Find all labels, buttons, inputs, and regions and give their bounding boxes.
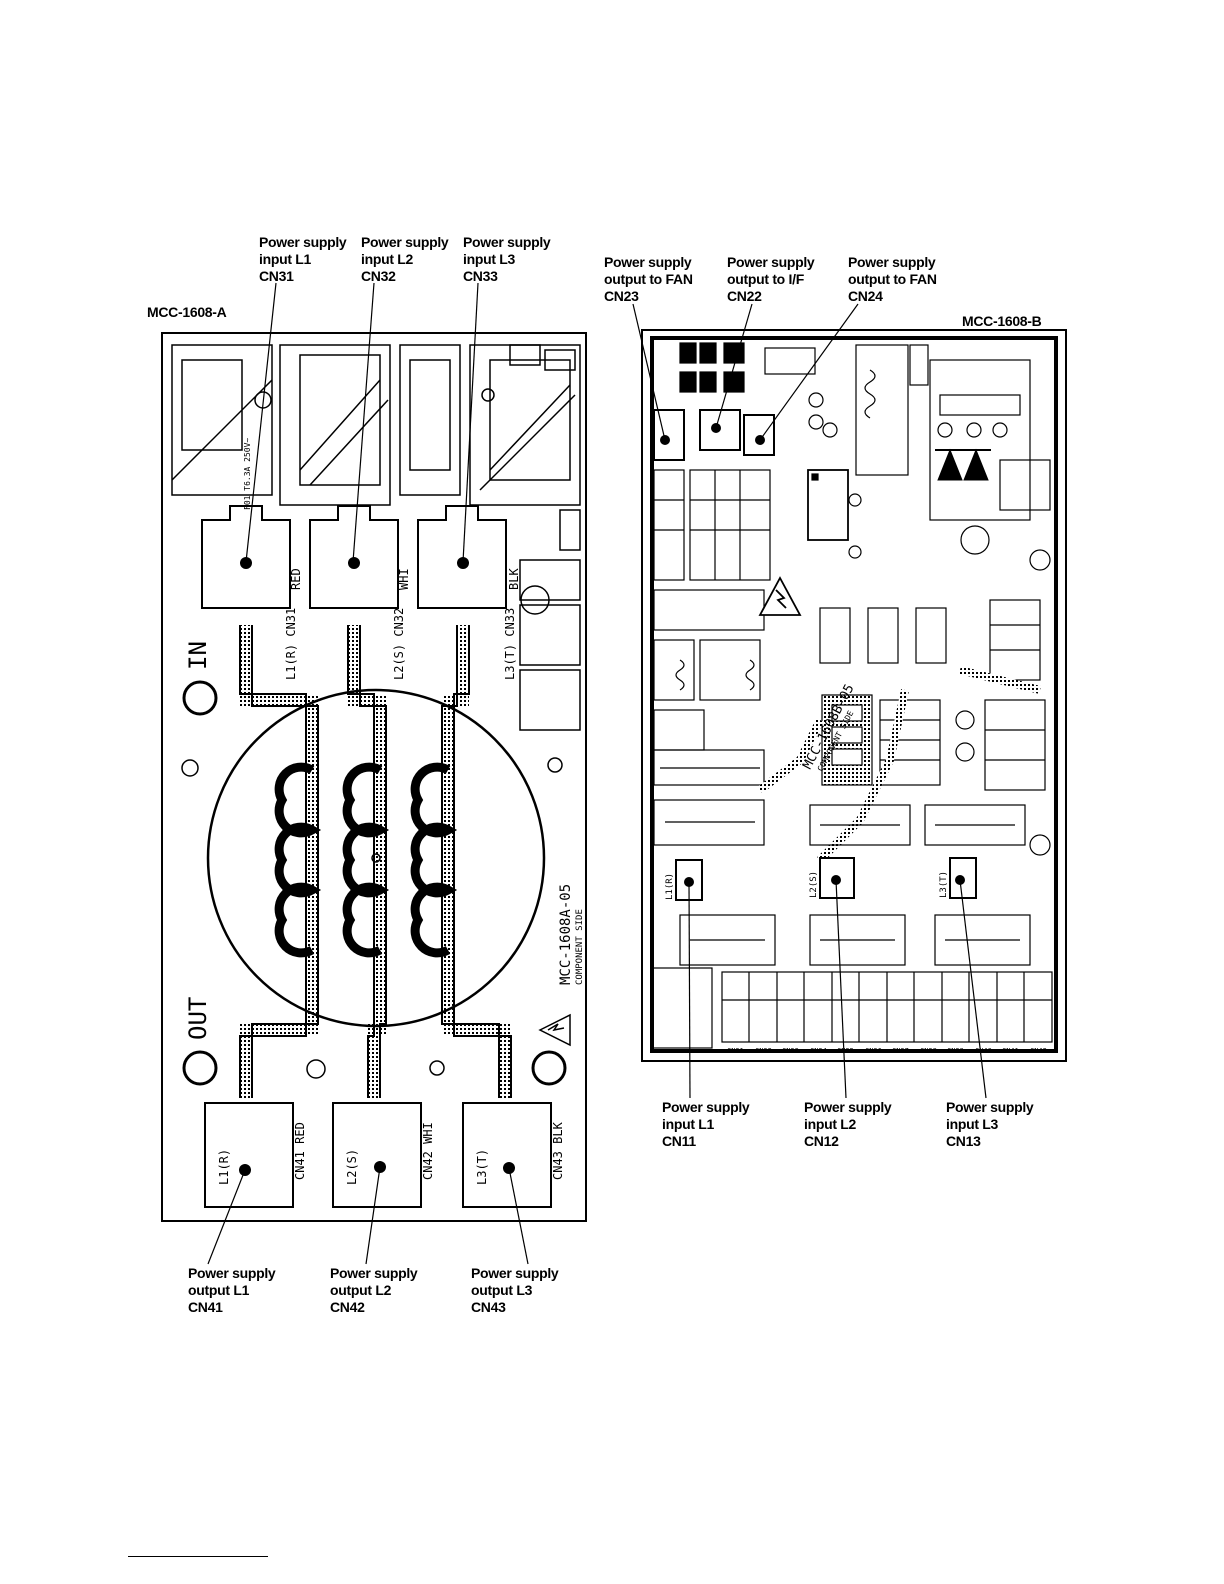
choke-center [371,853,381,863]
board-a-mounting-holes [181,680,567,1086]
silk-b-cn36: CN36 [865,1047,882,1055]
connector-cn33 [417,505,507,609]
connector-cn43 [462,1102,552,1208]
connector-cn31-pin [240,557,252,569]
diode-pair-icon [935,448,991,481]
board-a-traces [240,625,511,1098]
silk-b-cn33: CN33 [782,1047,799,1055]
silk-b-cn34: CN34 [810,1047,827,1055]
connector-cn33-pin [457,557,469,569]
silk-cn42: CN42 WHI [421,1122,435,1180]
board-b-leader-lines [632,303,987,1099]
silk-cn41: CN41 RED [293,1122,307,1180]
choke-coils [274,762,458,958]
silk-b-l3: L3(T) [939,871,949,898]
silk-cn31: L1(R) CN31 [284,608,298,680]
connector-cn32-pin [348,557,360,569]
silk-in-label: IN [184,641,212,670]
silk-l3-bottom: L3(T) [475,1149,489,1185]
silk-b-cn41: CN41 [1002,1047,1019,1055]
board-b-hatched-traces [757,666,1041,863]
silk-b-cn38: CN38 [920,1047,937,1055]
silk-whi-top: WHI [397,568,411,590]
silk-b-cn31: CN31 [727,1047,744,1055]
silk-b-l1: L1(R) [665,873,675,900]
board-b-bottom-terminal-row [721,971,1053,1043]
board-b: CN31 CN32 CN33 CN34 CN35 CN36 CN37 CN38 … [641,329,1067,1062]
board-b-lower-caps [653,799,1051,856]
board-b-input-connectors [675,857,977,901]
warning-triangle-b-icon [758,576,802,616]
board-b-top-small-blocks [679,342,816,393]
connector-cn23 [653,409,685,461]
silk-cn43: CN43 BLK [551,1121,565,1180]
footer-rule [128,1556,268,1557]
board-a-name: MCC-1608-A [147,304,227,320]
silk-board-a-side: COMPONENT SIDE [575,909,585,985]
board-b-relay-block [821,694,873,786]
silk-l2-bottom: L2(S) [345,1149,359,1185]
choke-outline [206,688,546,1028]
silk-board-a-code: MCC-1608A-05 [558,884,574,985]
silk-b-cn39: CN39 [947,1047,964,1055]
connector-cn24 [743,414,775,456]
silk-blk-top: BLK [507,568,521,590]
silk-b-cn37: CN37 [892,1047,909,1055]
board-b-name: MCC-1608-B [962,313,1042,329]
silk-cn33: L3(T) CN33 [503,608,517,680]
silk-out-label: OUT [184,997,212,1040]
silk-fuse: F01 T6.3A 250V~ [243,438,252,510]
warning-triangle-icon [538,1013,571,1047]
board-a-top-connectors [201,505,507,609]
silk-b-cn40: CN40 [975,1047,992,1055]
board-a-leader-lines [207,282,529,1265]
board-b-bottom-labels: CN31 CN32 CN33 CN34 CN35 CN36 CN37 CN38 … [727,1047,1047,1055]
silk-b-l2: L2(S) [809,871,819,898]
board-a-top-components [171,344,581,731]
board-b-lower-blocks [651,914,1031,1049]
silk-b-cn42: CN42 [1030,1047,1047,1055]
board-b-mid-grid [819,599,1046,791]
silk-l1-bottom: L1(R) [217,1149,231,1185]
board-a-bottom-connectors [204,1102,552,1208]
board-b-inner-trace [650,336,1058,1053]
silk-red-top: RED [289,568,303,590]
board-b-left-grid [653,469,771,786]
board-a: IN OUT MCC-1608A-05 COMPONENT SIDE L1(R)… [161,332,587,1222]
board-b-upper-center [807,344,1051,571]
connector-cn41 [204,1102,294,1208]
silk-cn32: L2(S) CN32 [392,608,406,680]
board-b-fan-connectors [653,409,775,461]
silk-b-cn32: CN32 [755,1047,772,1055]
silk-b-cn35: CN35 [837,1047,854,1055]
connector-cn13 [949,857,977,899]
